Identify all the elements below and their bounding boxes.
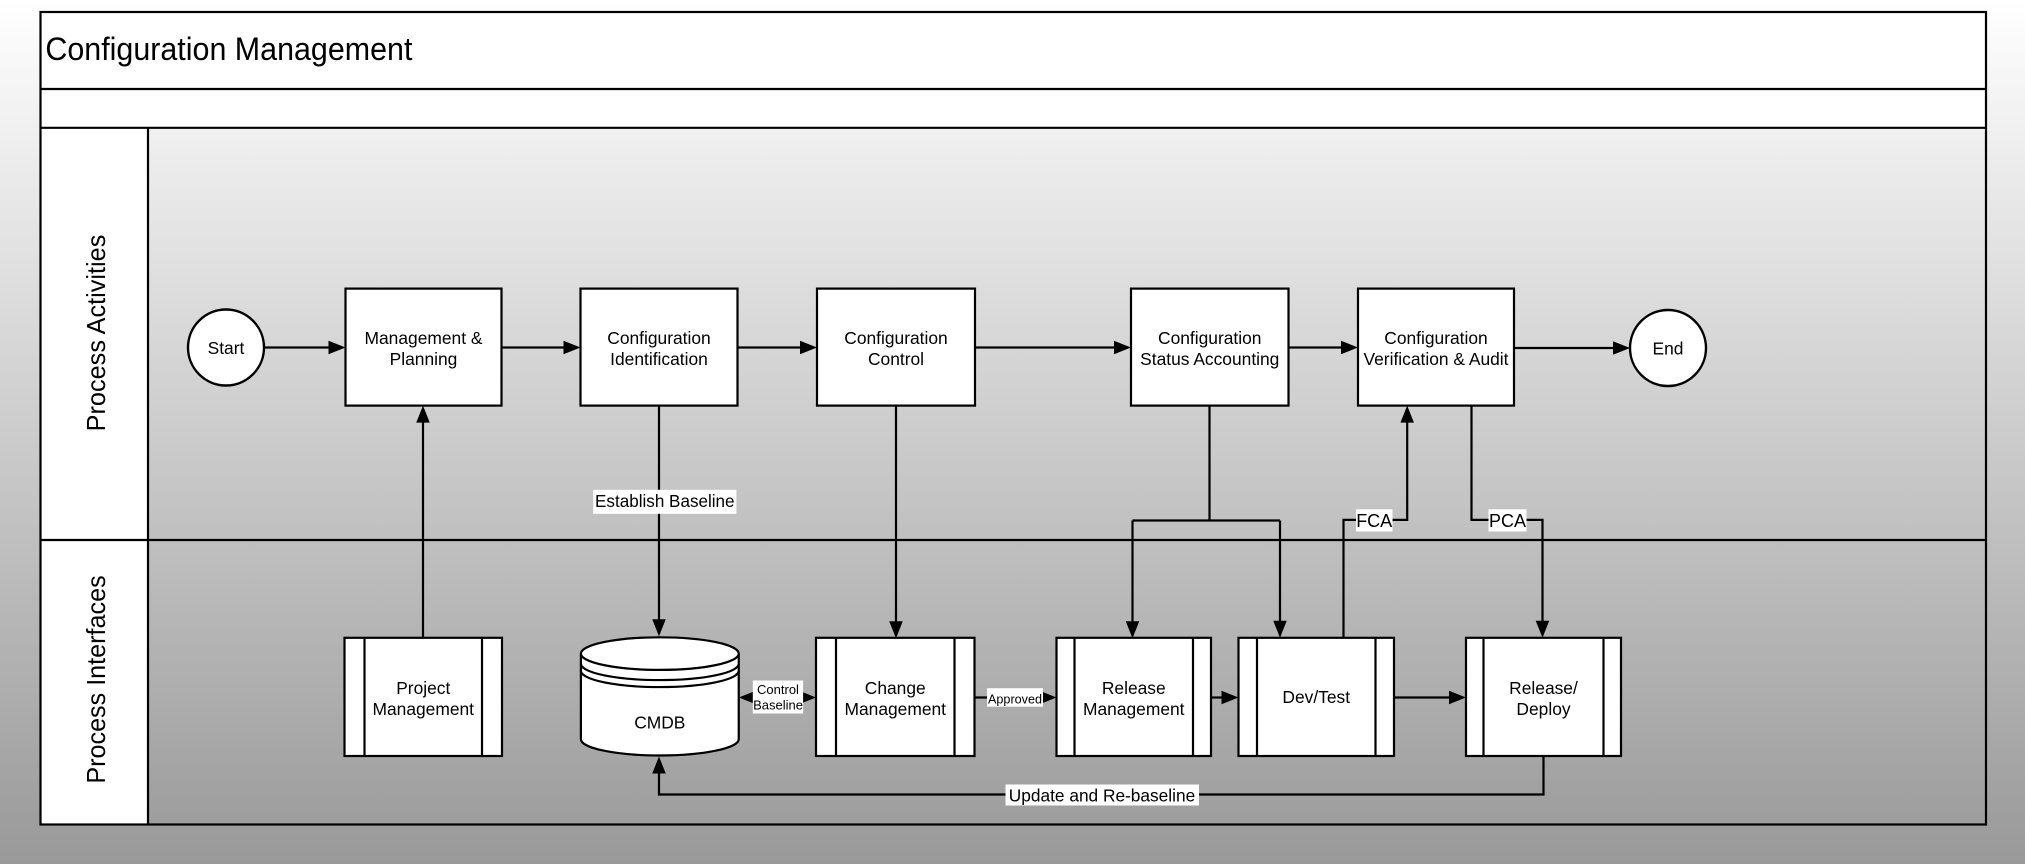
svg-text:Configuration Management: Configuration Management xyxy=(45,31,412,67)
svg-text:Control: Control xyxy=(868,349,924,369)
svg-text:Deploy: Deploy xyxy=(1516,699,1570,719)
svg-text:Identification: Identification xyxy=(610,349,708,369)
svg-text:Status Accounting: Status Accounting xyxy=(1140,349,1279,369)
svg-text:Start: Start xyxy=(208,338,245,358)
svg-text:Dev/Test: Dev/Test xyxy=(1282,687,1350,707)
svg-text:Configuration: Configuration xyxy=(1384,328,1487,348)
svg-text:PCA: PCA xyxy=(1489,511,1526,531)
svg-text:Change: Change xyxy=(865,678,926,698)
svg-text:Configuration: Configuration xyxy=(1158,328,1261,348)
svg-text:Control: Control xyxy=(757,682,799,697)
svg-text:Verification & Audit: Verification & Audit xyxy=(1363,349,1508,369)
svg-text:Establish Baseline: Establish Baseline xyxy=(595,491,735,511)
svg-text:Management &: Management & xyxy=(365,328,483,348)
svg-text:Baseline: Baseline xyxy=(753,698,803,713)
svg-text:Release/: Release/ xyxy=(1509,678,1578,698)
svg-text:FCA: FCA xyxy=(1356,511,1392,531)
svg-text:Management: Management xyxy=(372,699,474,719)
svg-text:Process Activities: Process Activities xyxy=(81,235,111,432)
svg-text:Planning: Planning xyxy=(390,349,458,369)
svg-text:CMDB: CMDB xyxy=(634,713,685,733)
svg-text:End: End xyxy=(1653,338,1684,358)
svg-text:Management: Management xyxy=(1083,699,1185,719)
svg-text:Configuration: Configuration xyxy=(844,328,947,348)
svg-text:Process Interfaces: Process Interfaces xyxy=(81,575,111,783)
svg-text:Configuration: Configuration xyxy=(607,328,710,348)
svg-text:Release: Release xyxy=(1102,678,1166,698)
svg-text:Management: Management xyxy=(844,699,946,719)
svg-text:Update and Re-baseline: Update and Re-baseline xyxy=(1009,785,1195,805)
svg-text:Approved: Approved xyxy=(988,691,1042,706)
svg-text:Project: Project xyxy=(396,678,450,698)
